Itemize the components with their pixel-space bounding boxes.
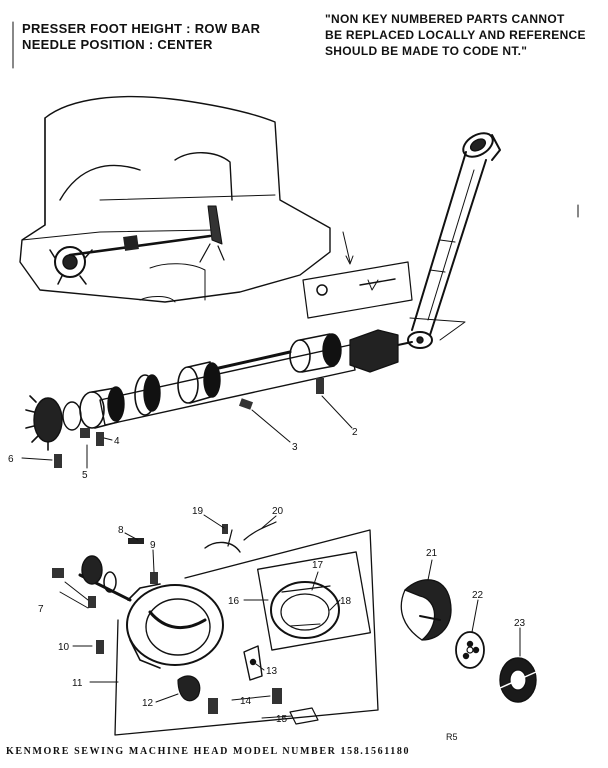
callout-11: 11	[72, 678, 83, 689]
needle-position-label: NEEDLE POSITION : CENTER	[22, 37, 213, 52]
model-number-footer: KENMORE SEWING MACHINE HEAD MODEL NUMBER…	[6, 746, 411, 757]
callout-7: 7	[38, 604, 44, 615]
hook-assembly-frame	[114, 529, 379, 736]
shuttle-race	[270, 581, 340, 639]
note-line-2: BE REPLACED LOCALLY AND REFERENCE	[325, 28, 586, 42]
callout-19: 19	[192, 506, 204, 517]
callout-14: 14	[240, 696, 252, 707]
callout-2: 2	[352, 427, 358, 438]
callout-8: 8	[118, 525, 124, 536]
bobbin-case	[400, 579, 452, 641]
callout-17: 17	[312, 560, 324, 571]
callout-23: 23	[514, 618, 526, 629]
callout-9: 9	[150, 540, 156, 551]
callout-3: 3	[292, 442, 298, 453]
callout-5: 5	[82, 470, 88, 481]
callout-4: 4	[114, 436, 120, 447]
callout-22: 22	[472, 590, 484, 601]
hook-housing	[78, 555, 224, 669]
callout-12: 12	[142, 698, 154, 709]
note-line-3: SHOULD BE MADE TO CODE NT."	[325, 44, 528, 58]
bobbin-cap	[499, 657, 537, 703]
callout-18: 18	[340, 596, 352, 607]
callout-21: 21	[426, 548, 438, 559]
shuttle-detail-box	[256, 551, 372, 651]
callout-6: 6	[8, 454, 14, 465]
note-line-1: "NON KEY NUMBERED PARTS CANNOT	[325, 12, 565, 26]
page-code: R5	[446, 732, 458, 742]
callout-13: 13	[266, 666, 278, 677]
detail-inset	[302, 261, 413, 319]
bobbin	[455, 631, 485, 669]
callout-10: 10	[58, 642, 70, 653]
connecting-rod	[407, 132, 501, 349]
callout-20: 20	[272, 506, 284, 517]
callout-15: 15	[276, 714, 288, 725]
presser-foot-height-label: PRESSER FOOT HEIGHT : ROW BAR	[22, 21, 261, 36]
arm-shaft-assembly	[25, 329, 413, 468]
callout-16: 16	[228, 596, 240, 607]
machine-head-outline	[19, 95, 331, 303]
